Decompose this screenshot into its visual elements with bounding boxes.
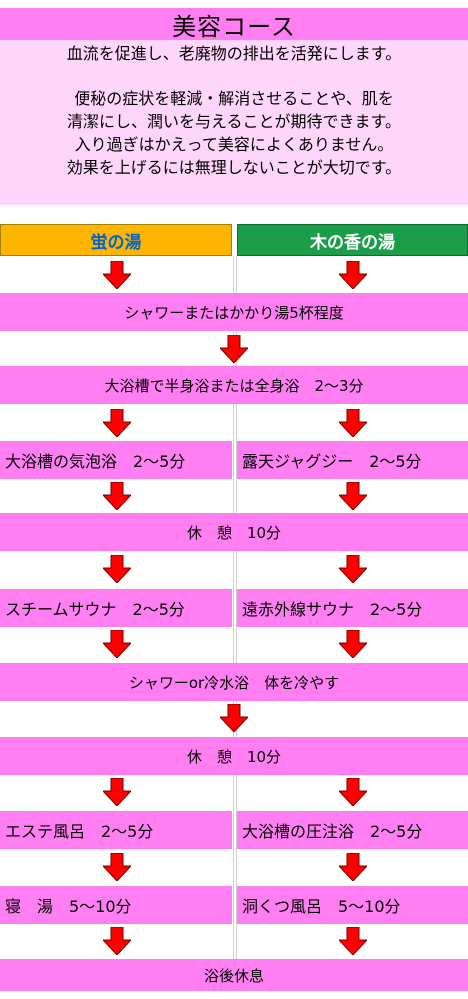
down-arrow-icon [103, 555, 131, 583]
step-rest-2: 休 憩 10分 [0, 737, 468, 775]
column-header-label: 木の香の湯 [310, 232, 395, 253]
column-divider [233, 256, 234, 991]
down-arrow-icon [339, 482, 367, 510]
down-arrow-icon [103, 927, 131, 955]
column-header-label: 蛍の湯 [90, 232, 142, 253]
down-arrow-icon [103, 853, 131, 881]
down-arrow-icon [339, 555, 367, 583]
step-far-infrared-sauna: 遠赤外線サウナ 2～5分 [237, 589, 468, 627]
step-esthe-bath: エステ風呂 2～5分 [0, 811, 232, 849]
step-pressure-jet-bath: 大浴槽の圧注浴 2～5分 [237, 811, 468, 849]
step-large-bath: 大浴槽で半身浴または全身浴 2～3分 [0, 366, 468, 404]
down-arrow-icon [103, 482, 131, 510]
step-label: 露天ジャグジー 2～5分 [242, 452, 422, 471]
down-arrow-icon [339, 853, 367, 881]
description-line: 効果を上げるには無理しないことが大切です。 [66, 158, 402, 177]
down-arrow-icon [339, 261, 367, 289]
step-after-bath-rest: 浴後休息 [0, 959, 468, 991]
step-jacuzzi: 露天ジャグジー 2～5分 [237, 441, 468, 479]
down-arrow-icon [339, 778, 367, 806]
course-description: 血流を促進し、老廃物の排出を活発にします。 便秘の症状を軽減・解消させることや、… [0, 40, 468, 205]
down-arrow-icon [103, 630, 131, 658]
step-label: 寝 湯 5～10分 [5, 897, 132, 916]
description-line: 血流を促進し、老廃物の排出を活発にします。 [66, 44, 402, 63]
step-label: 休 憩 10分 [186, 523, 282, 542]
down-arrow-icon [339, 927, 367, 955]
step-label: 大浴槽の圧注浴 2～5分 [242, 822, 423, 841]
down-arrow-icon [220, 704, 248, 732]
column-header-hotaru: 蛍の湯 [0, 224, 232, 256]
step-label: 大浴槽の気泡浴 2～5分 [5, 452, 186, 471]
step-label: 浴後休息 [203, 966, 264, 985]
column-divider [236, 256, 237, 991]
step-cold-shower: シャワーor冷水浴 体を冷やす [0, 663, 468, 701]
column-header-kinoka: 木の香の湯 [237, 224, 468, 256]
step-rest-1: 休 憩 10分 [0, 513, 468, 551]
down-arrow-icon [103, 261, 131, 289]
step-cave-bath: 洞くつ風呂 5～10分 [237, 886, 468, 924]
step-label: シャワーor冷水浴 体を冷やす [128, 673, 340, 692]
step-steam-sauna: スチームサウナ 2～5分 [0, 589, 232, 627]
step-shower: シャワーまたはかかり湯5杯程度 [0, 293, 468, 331]
step-label: スチームサウナ 2～5分 [5, 600, 185, 619]
page-title: 美容コース [0, 8, 468, 41]
step-label: エステ風呂 2～5分 [5, 822, 154, 841]
step-label: 大浴槽で半身浴または全身浴 2～3分 [104, 376, 364, 395]
page-title-text: 美容コース [172, 12, 296, 41]
description-line: 便秘の症状を軽減・解消させることや、肌を [74, 89, 394, 108]
step-label: シャワーまたはかかり湯5杯程度 [124, 303, 344, 322]
step-lying-bath: 寝 湯 5～10分 [0, 886, 232, 924]
description-line: 清潔にし、潤いを与えることが期待できます。 [67, 112, 401, 131]
step-bubble-bath: 大浴槽の気泡浴 2～5分 [0, 441, 232, 479]
description-line: 入り過ぎはかえって美容によくありません。 [74, 135, 394, 154]
step-label: 休 憩 10分 [186, 747, 282, 766]
step-label: 洞くつ風呂 5～10分 [242, 897, 401, 916]
step-label: 遠赤外線サウナ 2～5分 [242, 600, 423, 619]
down-arrow-icon [220, 335, 248, 363]
down-arrow-icon [103, 778, 131, 806]
down-arrow-icon [339, 630, 367, 658]
down-arrow-icon [339, 409, 367, 437]
down-arrow-icon [103, 409, 131, 437]
